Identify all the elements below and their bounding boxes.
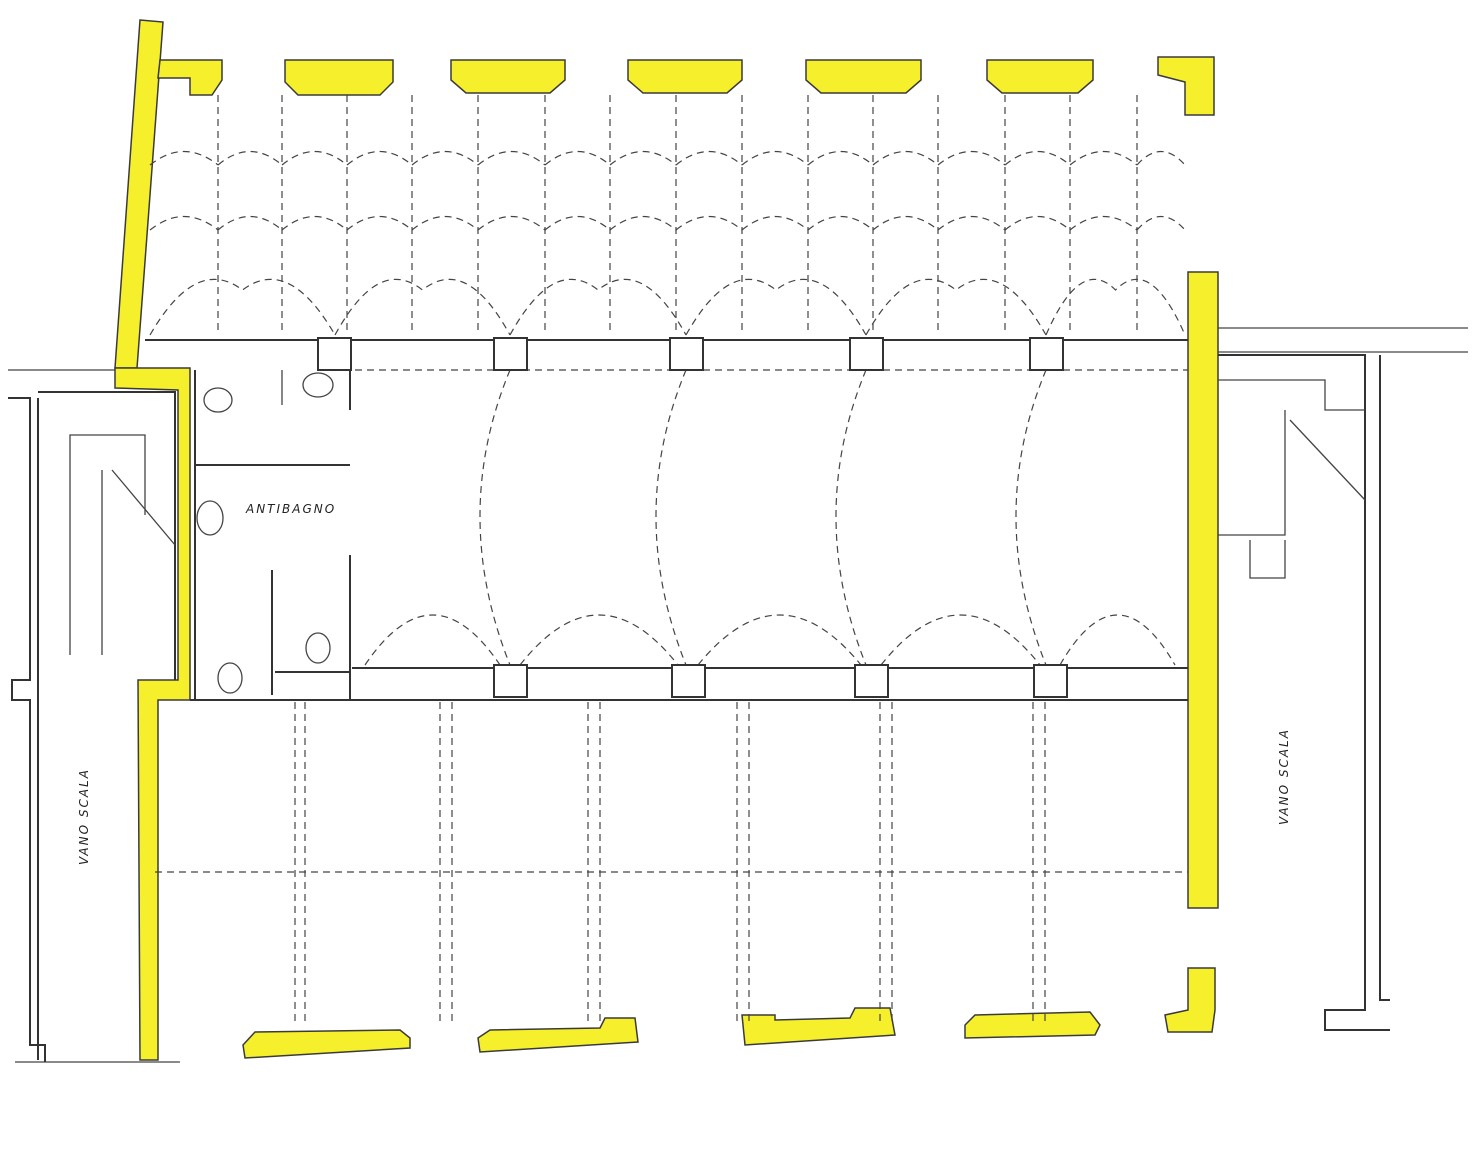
vault-arc (675, 151, 743, 166)
column (1033, 664, 1068, 698)
vault-curve (655, 369, 687, 666)
vault-arch (334, 278, 511, 336)
vault-arc (1004, 151, 1071, 166)
column (669, 337, 704, 371)
vault-arc (544, 151, 611, 166)
vault-arch (364, 614, 501, 666)
column (671, 664, 706, 698)
vault-arch (697, 614, 862, 666)
vault-curve (479, 369, 511, 666)
column (493, 337, 528, 371)
vault-arc (149, 151, 219, 166)
vault-arc (741, 216, 809, 231)
vault-arc (477, 151, 546, 166)
vault-arc (937, 151, 1006, 166)
left-upper-wall (114, 19, 164, 369)
left-wall-highlight (114, 367, 191, 1061)
vault-arc (609, 216, 677, 231)
vault-arc (675, 216, 743, 231)
vault-arc (609, 151, 677, 166)
vault-arch (880, 614, 1041, 666)
top-pilaster-corner (1157, 56, 1215, 116)
vault-curve (1015, 369, 1047, 666)
right-wall-highlight (1187, 271, 1219, 909)
vault-arc (346, 216, 413, 231)
columns (317, 337, 1068, 698)
vault-arc (1004, 216, 1071, 231)
vault-arc (411, 151, 479, 166)
top-pilaster (986, 59, 1094, 94)
vault-arc (281, 151, 348, 166)
vault-arc (807, 151, 874, 166)
vault-arc (217, 216, 283, 231)
column (317, 337, 352, 371)
bottom-pilaster (741, 1007, 896, 1046)
toilet-icon (305, 632, 331, 664)
bottom-pilaster (964, 1011, 1101, 1039)
structure-lines (8, 327, 1468, 1063)
top-pilaster-corner (157, 59, 223, 96)
vault-arc (807, 216, 874, 231)
room-label-stair-left: VANO SCALA (77, 768, 91, 865)
vault-arch (519, 614, 679, 666)
sink-icon (196, 500, 224, 536)
vault-arc (872, 216, 939, 231)
vault-arch (685, 278, 867, 336)
toilet-icon (203, 387, 233, 413)
highlighted-walls (114, 19, 1219, 1061)
column (849, 337, 884, 371)
vault-arc (937, 216, 1006, 231)
vault-arch (1059, 614, 1176, 666)
vault-arc (741, 151, 809, 166)
vault-curve (835, 369, 867, 666)
room-label-antibagno: ANTIBAGNO (245, 502, 336, 516)
vault-arc (477, 216, 546, 231)
bottom-pilaster (477, 1017, 639, 1053)
top-pilaster (805, 59, 922, 94)
vault-arc (346, 151, 413, 166)
room-label-stair-right: VANO SCALA (1277, 728, 1291, 825)
vault-arc (1136, 151, 1186, 166)
vault-arch (509, 278, 687, 336)
top-pilaster (450, 59, 566, 94)
vault-arc (1136, 216, 1186, 231)
column (1029, 337, 1064, 371)
column (854, 664, 889, 698)
sink-icon (302, 372, 334, 398)
vault-arc (1069, 151, 1138, 166)
vault-arc (872, 151, 939, 166)
bottom-pilaster (242, 1029, 411, 1059)
bottom-pilaster-corner (1164, 967, 1216, 1033)
vault-dashed-lines (149, 95, 1188, 1025)
top-pilaster (284, 59, 394, 96)
top-pilaster (627, 59, 743, 94)
vault-arch (149, 278, 336, 336)
vault-arc (149, 216, 219, 231)
vault-arc (217, 151, 283, 166)
column (493, 664, 528, 698)
vault-arc (544, 216, 611, 231)
vault-arch (1045, 278, 1186, 336)
vault-arch (865, 278, 1047, 336)
toilet-icon (217, 662, 243, 694)
vault-arc (281, 216, 348, 231)
vault-arc (411, 216, 479, 231)
vault-arc (1069, 216, 1138, 231)
